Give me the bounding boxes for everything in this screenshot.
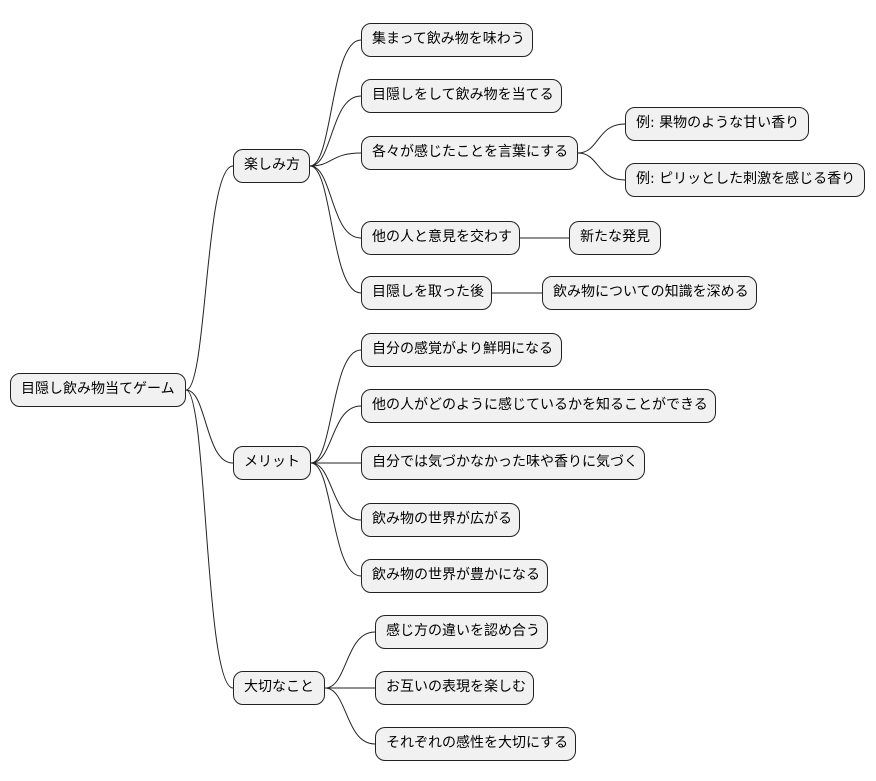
connector-n-b0-n-b0c2	[309, 152, 362, 167]
leaf-node-merit-4: 飲み物の世界が広がる	[361, 503, 520, 537]
leaf-node-important-1: 感じ方の違いを認め合う	[375, 615, 548, 649]
branch-node-enjoy: 楽しみ方	[233, 149, 310, 183]
connector-n-b0-n-b0c0	[309, 39, 362, 167]
root-node: 目隠し飲み物当てゲーム	[10, 373, 186, 407]
leaf-node-enjoy-2: 目隠しをして飲み物を当てる	[361, 79, 562, 113]
leaf-node-important-3: それぞれの感性を大切にする	[375, 727, 576, 761]
leaf-node-enjoy-5: 目隠しを取った後	[361, 276, 492, 310]
connector-n-b2-n-b2c0	[324, 631, 376, 689]
connector-n-root-n-b0	[185, 165, 234, 391]
leaf-node-enjoy-3: 各々が感じたことを言葉にする	[361, 136, 578, 170]
leaf-node-merit-2: 他の人がどのように感じているかを知ることができる	[361, 389, 716, 423]
connector-n-root-n-b2	[185, 389, 234, 689]
branch-node-merit: メリット	[233, 446, 311, 480]
connector-n-b0-n-b0c4	[309, 165, 362, 294]
connector-n-b1-n-b1c3	[310, 462, 362, 521]
connector-n-b0-n-b0c1	[309, 95, 362, 167]
example-node-sweet-aroma: 例: 果物のような甘い香り	[625, 107, 809, 141]
leaf-node-important-2: お互いの表現を楽しむ	[375, 671, 534, 705]
leaf-node-enjoy-1: 集まって飲み物を味わう	[361, 23, 533, 57]
branch-node-important: 大切なこと	[233, 671, 325, 705]
example-node-spicy-aroma: 例: ピリッとした刺激を感じる香り	[625, 163, 865, 197]
connector-n-b0-n-b0c3	[309, 165, 362, 239]
leaf-node-enjoy-4: 他の人と意見を交わす	[361, 221, 520, 255]
connector-n-b2-n-b2c2	[324, 687, 376, 745]
leaf-node-merit-5: 飲み物の世界が豊かになる	[361, 559, 548, 593]
connector-n-root-n-b1	[185, 389, 234, 464]
connector-n-b1-n-b1c4	[310, 462, 362, 577]
connector-n-b1-n-b1c0	[310, 349, 362, 464]
connector-n-b0c2-n-b0c2g1	[577, 152, 626, 181]
detail-node-new-discovery: 新たな発見	[569, 221, 661, 255]
leaf-node-merit-1: 自分の感覚がより鮮明になる	[361, 333, 562, 367]
leaf-node-merit-3: 自分では気づかなかった味や香りに気づく	[361, 446, 645, 480]
connector-n-b0c2-n-b0c2g0	[577, 123, 626, 154]
detail-node-deepen-knowledge: 飲み物についての知識を深める	[542, 276, 757, 310]
connector-n-b1-n-b1c1	[310, 405, 362, 464]
